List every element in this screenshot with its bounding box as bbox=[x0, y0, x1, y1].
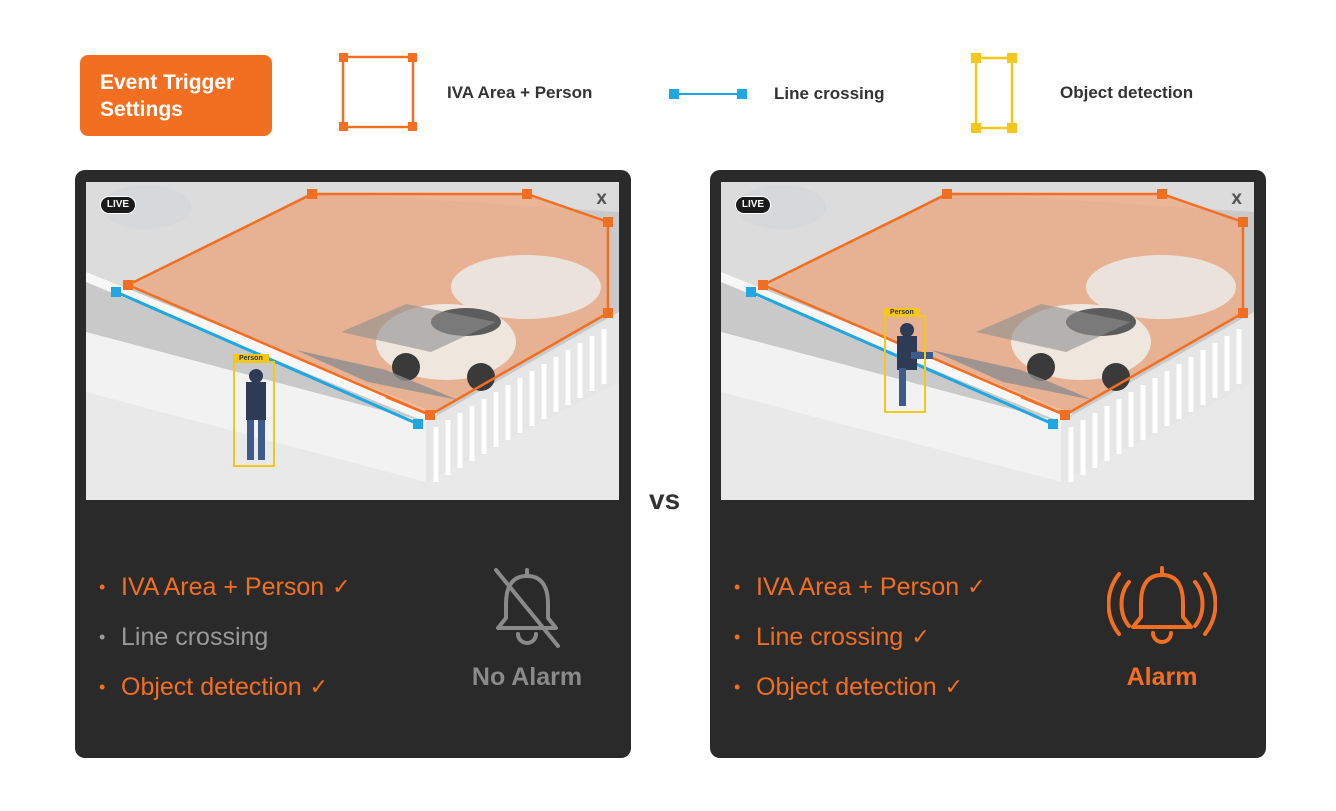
alarm-status: Alarm bbox=[1082, 560, 1242, 692]
legend-line-crossing: Line crossing bbox=[668, 84, 885, 104]
trigger-criteria-list: • IVA Area + Person ✓ • Line crossing ✓ … bbox=[734, 562, 986, 712]
line-crossing-icon bbox=[669, 89, 747, 99]
bullet: • bbox=[99, 676, 106, 697]
criteria-iva-area: • IVA Area + Person ✓ bbox=[734, 562, 986, 612]
event-trigger-settings-badge: Event Trigger Settings bbox=[80, 55, 272, 136]
camera-view: LIVE X Person bbox=[86, 182, 619, 500]
trigger-criteria-list: • IVA Area + Person ✓ • Line crossing • … bbox=[99, 562, 351, 712]
checkmark-icon: ✓ bbox=[967, 574, 986, 599]
close-icon[interactable]: X bbox=[596, 192, 607, 208]
criteria-object-detection: • Object detection ✓ bbox=[734, 662, 986, 712]
criteria-label: Line crossing bbox=[756, 622, 904, 651]
criteria-label: IVA Area + Person bbox=[121, 572, 325, 601]
legend-iva-area-label: IVA Area + Person bbox=[447, 83, 593, 102]
checkmark-icon: ✓ bbox=[911, 624, 930, 649]
close-icon[interactable]: X bbox=[1231, 192, 1242, 208]
bell-ringing-icon bbox=[1106, 566, 1218, 644]
legend-iva-area: IVA Area + Person bbox=[338, 52, 592, 134]
person-detection-tag: Person bbox=[233, 354, 269, 363]
iva-area-icon bbox=[339, 53, 417, 131]
criteria-label: IVA Area + Person bbox=[756, 572, 960, 601]
panel-no-alarm: LIVE X Person • IVA Area + Person ✓ • Li… bbox=[75, 170, 631, 758]
live-badge: LIVE bbox=[735, 196, 771, 214]
bullet: • bbox=[734, 676, 741, 697]
vs-label: vs bbox=[649, 484, 681, 515]
badge-title-line2: Settings bbox=[100, 98, 183, 121]
checkmark-icon: ✓ bbox=[332, 574, 351, 599]
criteria-label: Object detection bbox=[756, 672, 937, 701]
person-figure bbox=[246, 369, 266, 460]
camera-view: LIVE X Person bbox=[721, 182, 1254, 500]
bell-off-icon bbox=[494, 568, 560, 648]
bullet: • bbox=[734, 576, 741, 597]
live-badge: LIVE bbox=[100, 196, 136, 214]
parking-scene-illustration bbox=[86, 182, 619, 500]
criteria-label: Object detection bbox=[121, 672, 302, 701]
legend-object-detection: Object detection bbox=[970, 52, 1193, 134]
person-figure bbox=[897, 323, 933, 406]
object-detection-icon bbox=[971, 53, 1017, 133]
checkmark-icon: ✓ bbox=[309, 674, 329, 699]
alarm-label: Alarm bbox=[1126, 663, 1198, 691]
panel-alarm: LIVE X Person • IVA Area + Person ✓ • Li… bbox=[710, 170, 1266, 758]
criteria-object-detection: • Object detection ✓ bbox=[99, 662, 351, 712]
badge-title-line1: Event Trigger bbox=[100, 71, 235, 94]
legend-object-detection-label: Object detection bbox=[1060, 83, 1194, 102]
legend-line-crossing-label: Line crossing bbox=[774, 84, 885, 103]
person-detection-tag: Person bbox=[884, 308, 920, 317]
criteria-line-crossing: • Line crossing bbox=[99, 612, 351, 662]
criteria-label: Line crossing bbox=[121, 622, 269, 651]
bullet: • bbox=[99, 626, 106, 647]
criteria-iva-area: • IVA Area + Person ✓ bbox=[99, 562, 351, 612]
alarm-status: No Alarm bbox=[447, 560, 607, 692]
criteria-line-crossing: • Line crossing ✓ bbox=[734, 612, 986, 662]
checkmark-icon: ✓ bbox=[944, 674, 964, 699]
bullet: • bbox=[734, 626, 741, 647]
parking-scene-illustration bbox=[721, 182, 1254, 500]
bullet: • bbox=[99, 576, 106, 597]
alarm-label: No Alarm bbox=[471, 663, 583, 691]
